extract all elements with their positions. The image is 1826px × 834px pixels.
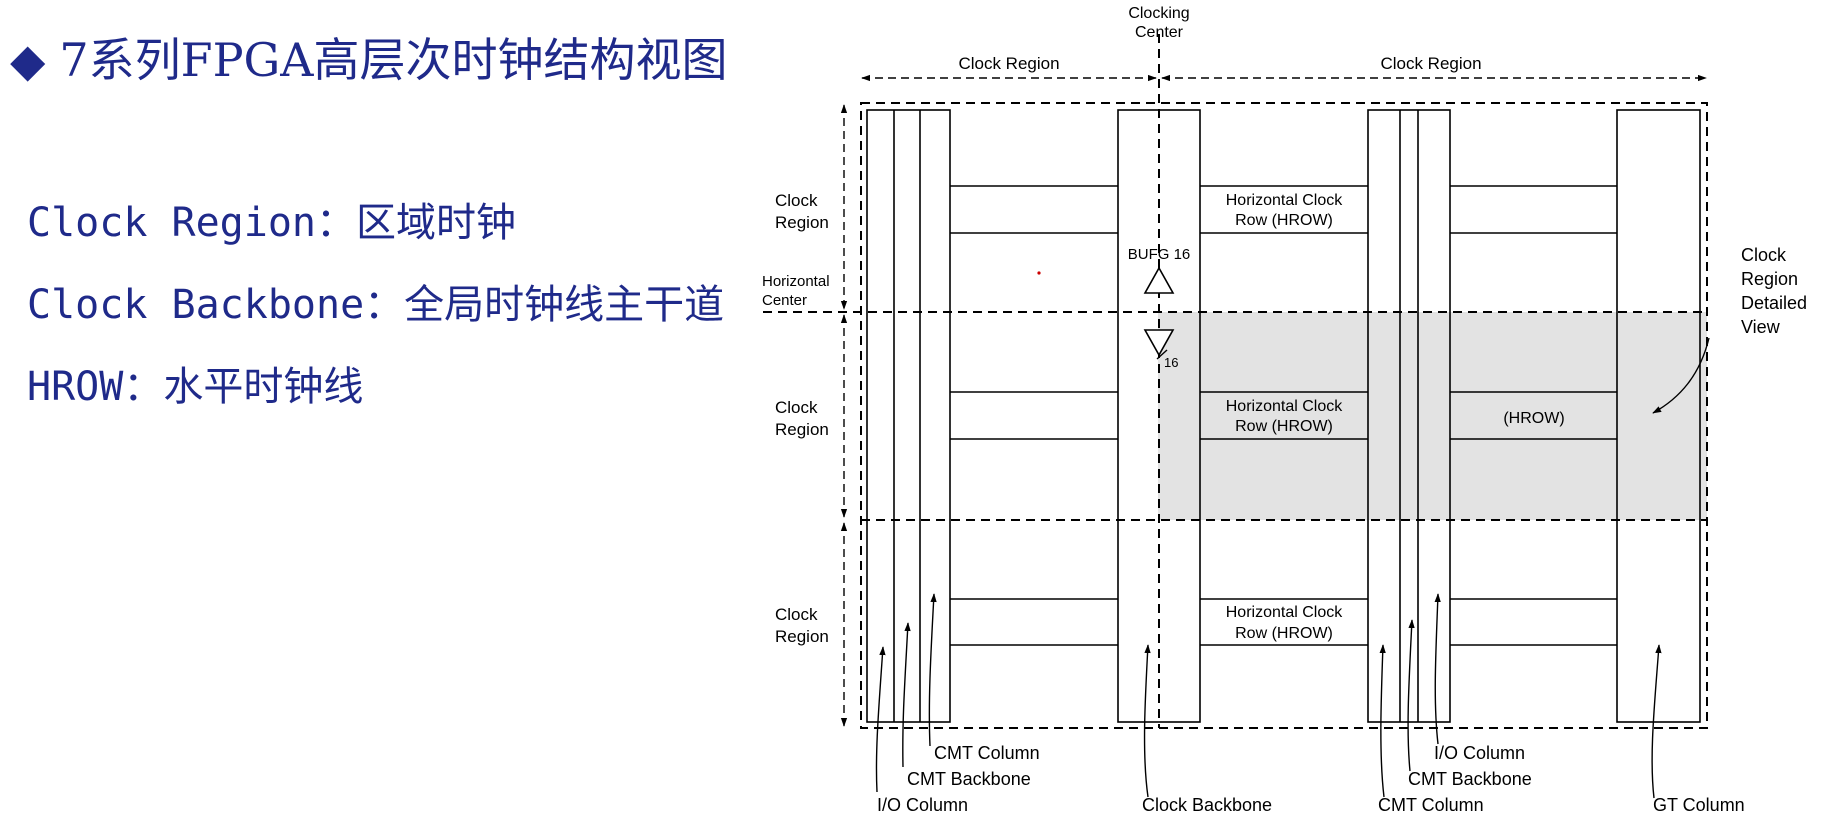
horizontal-center-label-line1: Horizontal (762, 273, 830, 290)
clocking-center-label-line2: Center (1135, 24, 1184, 41)
clock-region-top-label-right: Clock Region (1380, 54, 1481, 73)
detailed-view-label-line2: Region (1741, 269, 1798, 289)
red-dot-marker (1037, 271, 1041, 275)
region-label-1-line2: Region (775, 213, 829, 232)
gt-column-label: GT Column (1653, 795, 1745, 815)
detailed-view-label-line4: View (1741, 317, 1781, 337)
cmt-backbone-label-left: CMT Backbone (907, 769, 1031, 789)
definition-list: Clock Region：区域时钟 Clock Backbone：全局时钟线主干… (27, 190, 724, 436)
left-io-cmt-column-group (866, 109, 951, 723)
slide-title: ◆7系列FPGA高层次时钟结构视图 (10, 24, 728, 90)
diamond-bullet-icon: ◆ (10, 33, 46, 87)
definition-hrow: HROW：水平时钟线 (27, 364, 364, 410)
clocking-center-label-line1: Clocking (1128, 5, 1189, 22)
region-label-2-line1: Clock (775, 398, 818, 417)
hrow-label-2-line2: Row (HROW) (1235, 418, 1333, 435)
bus-width-label: 16 (1164, 355, 1178, 370)
bufg-up-triangle-icon (1143, 266, 1175, 294)
definition-clock-region: Clock Region：区域时钟 (27, 200, 516, 246)
hrow-lines (950, 185, 1617, 646)
region-label-3-line2: Region (775, 627, 829, 646)
detailed-view-label-line3: Detailed (1741, 293, 1807, 313)
clock-region-top-label-left: Clock Region (958, 54, 1059, 73)
detailed-region-highlight (1158, 312, 1707, 520)
region-label-2-line2: Region (775, 420, 829, 439)
io-column-label-left: I/O Column (877, 795, 968, 815)
cmt-column-label-left: CMT Column (934, 743, 1040, 763)
slide-title-text: 7系列FPGA高层次时钟结构视图 (59, 33, 728, 87)
gt-column (1616, 109, 1701, 723)
bufg-down-triangle-icon (1143, 329, 1175, 357)
region-label-1-line1: Clock (775, 191, 818, 210)
bufg-triangles (1143, 266, 1175, 357)
definition-clock-backbone: Clock Backbone：全局时钟线主干道 (27, 282, 725, 328)
clock-backbone-label: Clock Backbone (1142, 795, 1272, 815)
cmt-column-label-right: CMT Column (1378, 795, 1484, 815)
detailed-view-label-line1: Clock (1741, 245, 1787, 265)
hrow-label-3-line1: Horizontal Clock (1226, 604, 1343, 621)
hrow-label-3-line2: Row (HROW) (1235, 625, 1333, 642)
hrow-label-1-line1: Horizontal Clock (1226, 192, 1343, 209)
bufg-label: BUFG 16 (1128, 246, 1191, 263)
hrow-label-2-line1: Horizontal Clock (1226, 398, 1343, 415)
region-label-3-line1: Clock (775, 605, 818, 624)
right-cmt-io-column-group (1367, 109, 1451, 723)
cmt-backbone-label-right: CMT Backbone (1408, 769, 1532, 789)
label-leaders (875, 337, 1710, 799)
hrow-label-1-line2: Row (HROW) (1235, 212, 1333, 229)
horizontal-center-label-line2: Center (762, 292, 807, 309)
bus-slash (1156, 349, 1168, 360)
clock-region-boundaries (763, 34, 1708, 729)
hrow-short-label: (HROW) (1503, 410, 1564, 427)
device-columns (866, 109, 1701, 723)
io-column-label-right: I/O Column (1434, 743, 1525, 763)
